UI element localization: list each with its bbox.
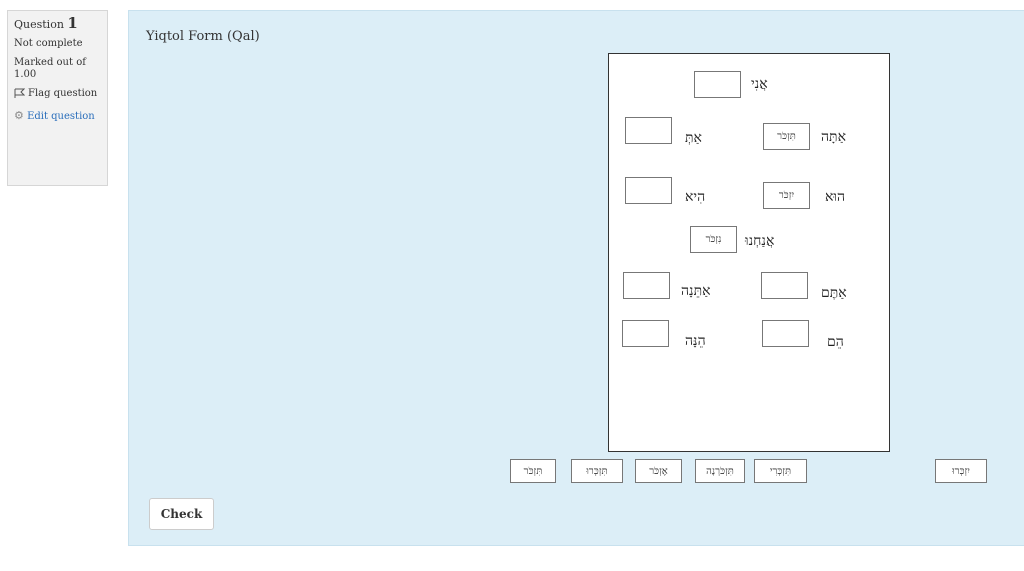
question-status: Not complete	[14, 38, 83, 49]
question-marks: Marked out of 1.00	[14, 57, 86, 80]
flag-question-link[interactable]: Flag question	[14, 88, 101, 103]
draggable-choice[interactable]: תִּזְכֹּר	[510, 459, 556, 483]
pronoun-label: הֵם	[827, 334, 844, 350]
pronoun-label: אַתֶּם	[821, 285, 847, 301]
drop-board: אֲנִי תִּזְכֹּר אַתָּה אַתְּ יִזְכֹּר הו…	[608, 53, 890, 452]
draggable-choice[interactable]: אֶזְכֹּר	[635, 459, 682, 483]
drop-zone[interactable]	[625, 117, 672, 144]
pronoun-label: הִיא	[685, 189, 706, 205]
drop-zone[interactable]: יִזְכֹּר	[763, 182, 810, 209]
drop-zone[interactable]	[623, 272, 670, 299]
draggable-choice[interactable]: תִּזְכְּרוּ	[571, 459, 623, 483]
pronoun-label: הֵנָּה	[685, 333, 706, 349]
pronoun-label: אֲנִי	[751, 76, 768, 92]
pronoun-label: אֲנַחְנוּ	[745, 233, 775, 249]
check-button[interactable]: Check	[149, 498, 214, 530]
pronoun-label: אַתְּ	[685, 130, 702, 146]
flag-icon	[14, 88, 26, 103]
pronoun-label: הוּא	[825, 189, 846, 205]
gear-icon: ⚙	[14, 109, 24, 122]
drop-zone[interactable]	[761, 272, 808, 299]
drop-zone[interactable]: נִזְכֹּר	[690, 226, 737, 253]
pronoun-label: אַתֵּנָה	[681, 283, 711, 299]
drop-zone[interactable]	[625, 177, 672, 204]
draggable-choice[interactable]: תִּזְכֹּרְנָה	[695, 459, 745, 483]
draggable-choice[interactable]: יִזְכְּרוּ	[935, 459, 987, 483]
flag-question-label: Flag question	[28, 88, 98, 99]
pronoun-label: אַתָּה	[821, 129, 846, 145]
draggable-choice[interactable]: תִּזְכְּרִי	[754, 459, 807, 483]
question-title: Yiqtol Form (Qal)	[146, 29, 260, 44]
drop-zone[interactable]	[694, 71, 741, 98]
question-content: Yiqtol Form (Qal) אֲנִי תִּזְכֹּר אַתָּה…	[128, 10, 1024, 546]
drop-zone[interactable]	[762, 320, 809, 347]
edit-question-label: Edit question	[27, 111, 95, 122]
edit-question-link[interactable]: ⚙ Edit question	[14, 110, 101, 123]
question-number: Question 1	[14, 14, 101, 32]
question-label: Question	[14, 18, 64, 31]
drop-zone[interactable]	[622, 320, 669, 347]
question-info-panel: Question 1 Not complete Marked out of 1.…	[7, 10, 108, 186]
question-number-value: 1	[67, 14, 78, 32]
drop-zone[interactable]: תִּזְכֹּר	[763, 123, 810, 150]
